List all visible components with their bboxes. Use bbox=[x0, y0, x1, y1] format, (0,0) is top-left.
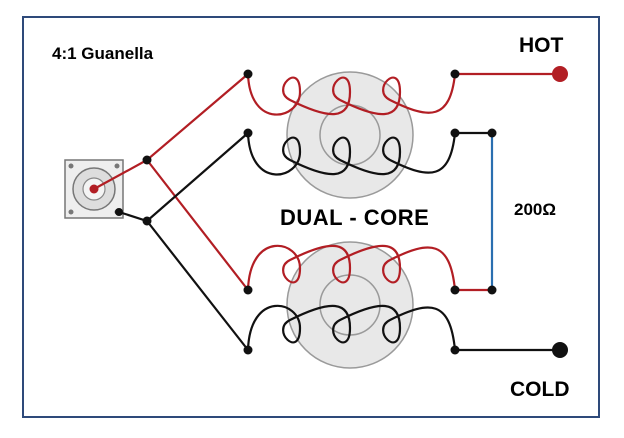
lower-cold-winding bbox=[246, 304, 560, 352]
upper-cold-winding bbox=[246, 131, 492, 176]
upper-hot-winding bbox=[246, 72, 560, 116]
hot-terminal bbox=[552, 66, 568, 82]
hot-label: HOT bbox=[519, 34, 564, 57]
diagram-title: 4:1 Guanella bbox=[52, 44, 154, 63]
load-impedance-label: 200Ω bbox=[514, 200, 556, 219]
cold-terminal bbox=[552, 342, 568, 358]
cold-label: COLD bbox=[510, 378, 570, 401]
core-label: DUAL - CORE bbox=[280, 205, 430, 230]
junction-dots bbox=[115, 69, 497, 355]
lower-hot-winding bbox=[246, 244, 492, 292]
diagram-frame bbox=[22, 16, 600, 418]
